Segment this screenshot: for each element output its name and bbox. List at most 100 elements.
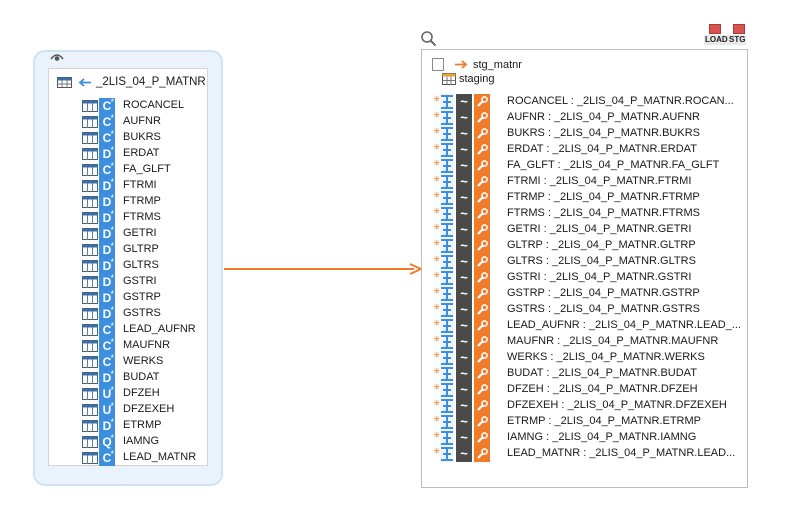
source-field-name: GSTRS xyxy=(123,307,161,319)
target-field-row[interactable]: ✳~AUFNR : _2LIS_04_P_MATNR.AUFNR xyxy=(433,110,743,126)
target-field-row[interactable]: ✳~FTRMI : _2LIS_04_P_MATNR.FTRMI xyxy=(433,174,743,190)
required-marker-icon: ✳ xyxy=(433,350,441,360)
search-icon[interactable] xyxy=(420,30,437,47)
source-field-row[interactable]: CAUFNR xyxy=(82,110,207,130)
column-icon xyxy=(82,116,98,128)
document-icon xyxy=(432,58,444,71)
target-field-mapping: ROCANCEL : _2LIS_04_P_MATNR.ROCAN... xyxy=(507,95,734,107)
source-field-row[interactable]: DERDAT xyxy=(82,142,207,162)
source-field-row[interactable]: CFA_GLFT xyxy=(82,158,207,178)
source-field-row[interactable]: CLEAD_AUFNR xyxy=(82,318,207,338)
wrench-icon xyxy=(474,334,490,350)
target-field-mapping: IAMNG : _2LIS_04_P_MATNR.IAMNG xyxy=(507,431,697,443)
source-field-row[interactable]: CMAUFNR xyxy=(82,334,207,354)
target-field-mapping: FTRMS : _2LIS_04_P_MATNR.FTRMS xyxy=(507,207,700,219)
source-field-row[interactable]: CWERKS xyxy=(82,350,207,370)
target-field-mapping: FA_GLFT : _2LIS_04_P_MATNR.FA_GLFT xyxy=(507,159,720,171)
target-field-mapping: ETRMP : _2LIS_04_P_MATNR.ETRMP xyxy=(507,415,701,427)
source-field-row[interactable]: CLEAD_MATNR xyxy=(82,446,207,466)
load-icon[interactable]: LOAD xyxy=(704,24,729,46)
source-field-row[interactable]: DFTRMI xyxy=(82,174,207,194)
source-table-header: _2LIS_04_P_MATNR xyxy=(57,75,206,89)
target-field-row[interactable]: ✳~GSTRP : _2LIS_04_P_MATNR.GSTRP xyxy=(433,286,743,302)
source-field-row[interactable]: DGSTRI xyxy=(82,270,207,290)
field-type-badge: C xyxy=(99,446,115,466)
target-field-mapping: DFZEH : _2LIS_04_P_MATNR.DFZEH xyxy=(507,383,698,395)
target-field-row[interactable]: ✳~ERDAT : _2LIS_04_P_MATNR.ERDAT xyxy=(433,142,743,158)
target-field-mapping: LEAD_AUFNR : _2LIS_04_P_MATNR.LEAD_... xyxy=(507,319,741,331)
column-key-icon xyxy=(440,430,454,446)
required-marker-icon: ✳ xyxy=(433,430,441,440)
column-key-icon xyxy=(440,286,454,302)
target-field-mapping: GSTRS : _2LIS_04_P_MATNR.GSTRS xyxy=(507,303,700,315)
target-field-row[interactable]: ✳~BUKRS : _2LIS_04_P_MATNR.BUKRS xyxy=(433,126,743,142)
column-key-icon xyxy=(440,174,454,190)
target-field-row[interactable]: ✳~DFZEXEH : _2LIS_04_P_MATNR.DFZEXEH xyxy=(433,398,743,414)
target-field-row[interactable]: ✳~FTRMP : _2LIS_04_P_MATNR.FTRMP xyxy=(433,190,743,206)
source-field-name: GETRI xyxy=(123,227,157,239)
eye-icon[interactable] xyxy=(50,52,64,62)
target-field-row[interactable]: ✳~BUDAT : _2LIS_04_P_MATNR.BUDAT xyxy=(433,366,743,382)
stg-icon[interactable]: STG xyxy=(728,24,750,46)
source-field-row[interactable]: DETRMP xyxy=(82,414,207,434)
source-field-row[interactable]: DBUDAT xyxy=(82,366,207,386)
column-icon xyxy=(82,340,98,352)
source-field-name: LEAD_AUFNR xyxy=(123,323,196,335)
source-field-row[interactable]: CBUKRS xyxy=(82,126,207,146)
table-icon xyxy=(57,76,72,88)
target-field-mapping: WERKS : _2LIS_04_P_MATNR.WERKS xyxy=(507,351,705,363)
target-field-row[interactable]: ✳~GLTRP : _2LIS_04_P_MATNR.GLTRP xyxy=(433,238,743,254)
target-field-row[interactable]: ✳~DFZEH : _2LIS_04_P_MATNR.DFZEH xyxy=(433,382,743,398)
source-field-row[interactable]: DFTRMP xyxy=(82,190,207,210)
source-field-name: GSTRP xyxy=(123,291,161,303)
source-field-row[interactable]: UDFZEXEH xyxy=(82,398,207,418)
expression-icon: ~ xyxy=(456,366,472,382)
target-field-row[interactable]: ✳~GETRI : _2LIS_04_P_MATNR.GETRI xyxy=(433,222,743,238)
column-key-icon xyxy=(440,334,454,350)
expression-icon: ~ xyxy=(456,350,472,366)
target-field-row[interactable]: ✳~ETRMP : _2LIS_04_P_MATNR.ETRMP xyxy=(433,414,743,430)
target-field-row[interactable]: ✳~GSTRI : _2LIS_04_P_MATNR.GSTRI xyxy=(433,270,743,286)
wrench-icon xyxy=(474,414,490,430)
column-icon xyxy=(82,388,98,400)
target-field-row[interactable]: ✳~GSTRS : _2LIS_04_P_MATNR.GSTRS xyxy=(433,302,743,318)
target-table-header: stg_matnr xyxy=(432,58,522,71)
column-icon xyxy=(82,244,98,256)
arrow-right-icon xyxy=(224,263,424,275)
source-field-row[interactable]: DGETRI xyxy=(82,222,207,242)
source-table-box[interactable]: _2LIS_04_P_MATNR CROCANCELCAUFNRCBUKRSDE… xyxy=(48,68,208,466)
expression-icon: ~ xyxy=(456,206,472,222)
source-field-row[interactable]: DGLTRP xyxy=(82,238,207,258)
required-marker-icon: ✳ xyxy=(433,142,441,152)
expression-icon: ~ xyxy=(456,446,472,462)
source-field-row[interactable]: CROCANCEL xyxy=(82,94,207,114)
target-field-row[interactable]: ✳~GLTRS : _2LIS_04_P_MATNR.GLTRS xyxy=(433,254,743,270)
target-field-row[interactable]: ✳~IAMNG : _2LIS_04_P_MATNR.IAMNG xyxy=(433,430,743,446)
source-field-row[interactable]: DFTRMS xyxy=(82,206,207,226)
target-field-mapping: FTRMI : _2LIS_04_P_MATNR.FTRMI xyxy=(507,175,692,187)
target-field-row[interactable]: ✳~ROCANCEL : _2LIS_04_P_MATNR.ROCAN... xyxy=(433,94,743,110)
required-marker-icon: ✳ xyxy=(433,334,441,344)
wrench-icon xyxy=(474,350,490,366)
expression-icon: ~ xyxy=(456,190,472,206)
target-field-row[interactable]: ✳~FA_GLFT : _2LIS_04_P_MATNR.FA_GLFT xyxy=(433,158,743,174)
required-marker-icon: ✳ xyxy=(433,382,441,392)
source-field-row[interactable]: UDFZEH xyxy=(82,382,207,402)
source-field-row[interactable]: QIAMNG xyxy=(82,430,207,450)
target-field-row[interactable]: ✳ ~ WERKS : _2LIS_04_P_MATNR.WERKS xyxy=(433,350,743,366)
source-field-row[interactable]: DGLTRS xyxy=(82,254,207,274)
expression-icon: ~ xyxy=(456,94,472,110)
wrench-icon xyxy=(474,190,490,206)
target-table-box[interactable]: stg_matnr staging ✳~ROCANCEL : _2LIS_04_… xyxy=(421,49,748,488)
target-field-row[interactable]: ✳~LEAD_AUFNR : _2LIS_04_P_MATNR.LEAD_... xyxy=(433,318,743,334)
expression-icon: ~ xyxy=(456,270,472,286)
target-field-row[interactable]: ✳~LEAD_MATNR : _2LIS_04_P_MATNR.LEAD... xyxy=(433,446,743,462)
source-field-name: IAMNG xyxy=(123,435,160,447)
source-field-row[interactable]: DGSTRP xyxy=(82,286,207,306)
target-field-row[interactable]: ✳~MAUFNR : _2LIS_04_P_MATNR.MAUFNR xyxy=(433,334,743,350)
required-marker-icon: ✳ xyxy=(433,366,441,376)
target-field-mapping: LEAD_MATNR : _2LIS_04_P_MATNR.LEAD... xyxy=(507,447,736,459)
target-field-row[interactable]: ✳~FTRMS : _2LIS_04_P_MATNR.FTRMS xyxy=(433,206,743,222)
source-field-row[interactable]: DGSTRS xyxy=(82,302,207,322)
wrench-icon xyxy=(474,286,490,302)
